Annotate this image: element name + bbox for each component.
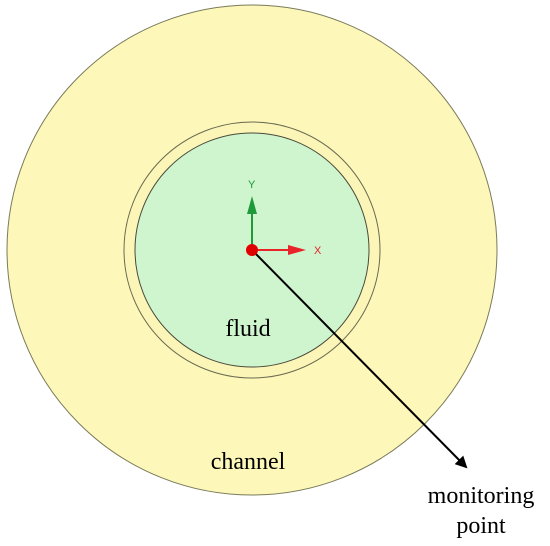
monitoring-label-line2: point <box>456 513 506 539</box>
y-axis-label: Y <box>248 179 256 191</box>
monitoring-point-arrow <box>251 249 468 469</box>
monitoring-label-line1: monitoring <box>428 483 535 509</box>
x-axis-label: X <box>314 245 322 257</box>
x-axis-arrow <box>252 245 306 255</box>
channel-label: channel <box>211 449 286 475</box>
fluid-label: fluid <box>225 316 270 342</box>
origin-point <box>246 244 258 256</box>
y-axis-arrow <box>247 196 257 250</box>
